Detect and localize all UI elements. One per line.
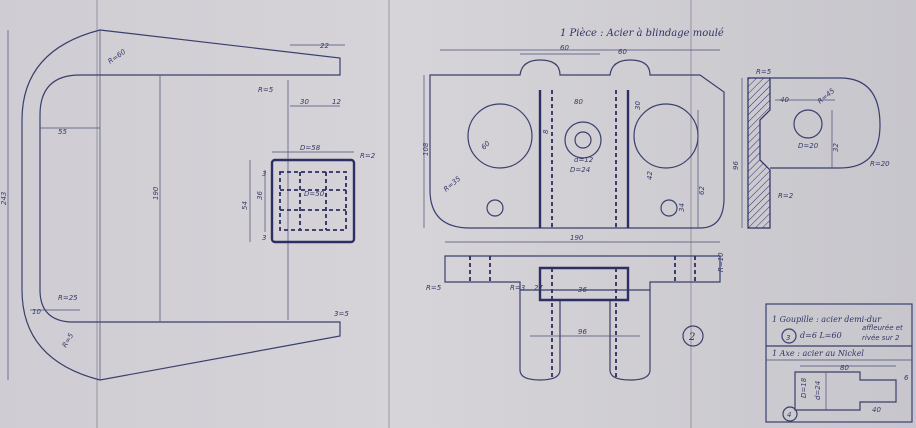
paper-fold xyxy=(690,0,692,428)
marker-4 xyxy=(782,406,798,422)
goupille-note2: rivée sur 2 xyxy=(862,334,900,342)
dim-r10: R=10 xyxy=(717,252,725,272)
dim-6: 6 xyxy=(904,374,909,382)
title-goupille: 1 Goupille : acier demi-dur xyxy=(772,315,882,324)
dim-r2b: R=2 xyxy=(778,192,794,200)
center-boss xyxy=(564,121,602,159)
dim-d50: D=50 xyxy=(304,190,325,198)
dim-80: 80 xyxy=(574,98,583,106)
marker-3-label: 3 xyxy=(786,334,790,342)
section-view xyxy=(741,77,881,229)
dim-32: 32 xyxy=(832,143,840,152)
dim-12: 12 xyxy=(332,98,341,106)
marker-2 xyxy=(682,325,704,347)
dim-10: 10 xyxy=(32,308,41,316)
dim-190a: 190 xyxy=(152,186,160,200)
marker-2-label: 2 xyxy=(688,332,695,343)
large-bore-left xyxy=(467,103,533,169)
dim-r5c: 3=5 xyxy=(334,310,349,318)
dim-60b: 60 xyxy=(618,48,627,56)
dim-8: 8 xyxy=(542,129,550,134)
dim-d24: D=24 xyxy=(570,166,590,174)
bobbin-outline xyxy=(270,158,356,244)
large-bore-right xyxy=(633,103,699,169)
goupille-note1: affleurée et xyxy=(862,324,903,332)
marker-3 xyxy=(781,328,797,344)
dim-r60: R=60 xyxy=(107,48,128,66)
dim-62: 62 xyxy=(698,186,706,195)
dim-80b: 80 xyxy=(840,364,849,372)
goupille-spec: d=6 L=60 xyxy=(800,331,842,340)
dim-r25: R=25 xyxy=(58,294,78,302)
dim-d24b: d=24 xyxy=(814,381,822,400)
dim-r5a: R=5 xyxy=(258,86,274,94)
dim-96: 96 xyxy=(578,328,587,336)
paper-fold xyxy=(96,0,98,428)
dim-108: 108 xyxy=(422,142,430,156)
front-view xyxy=(423,49,725,229)
dim-60c: 60 xyxy=(480,139,492,151)
dim-r35: R=35 xyxy=(442,174,463,193)
dim-34: 34 xyxy=(678,203,686,212)
dim-40b: 40 xyxy=(872,406,881,414)
dim-30: 30 xyxy=(300,98,309,106)
title-axe: 1 Axe : acier au Nickel xyxy=(772,349,864,358)
title-piece1: 1 Pièce : Acier à blindage moulé xyxy=(560,28,724,39)
dim-d18: D=18 xyxy=(800,377,808,398)
dim-96b: 96 xyxy=(732,161,740,170)
dim-22: 22 xyxy=(320,42,329,50)
dim-d58: D=58 xyxy=(300,144,321,152)
bobbin-hidden-lines xyxy=(279,171,347,231)
dim-r5b: R=5 xyxy=(61,331,76,349)
dim-3a: 3 xyxy=(262,170,266,178)
dim-r2a: R=2 xyxy=(360,152,376,160)
title-block xyxy=(765,303,913,423)
dim-r5d: R=5 xyxy=(426,284,442,292)
dim-42: 42 xyxy=(646,171,654,180)
dim-36b: 36 xyxy=(578,286,587,294)
side-view xyxy=(7,29,356,381)
dim-d20: D=20 xyxy=(798,142,819,150)
pin-hole-left xyxy=(486,199,504,217)
dim-36: 36 xyxy=(256,191,264,200)
dim-40: 40 xyxy=(780,96,789,104)
dim-r45: R=45 xyxy=(816,86,837,105)
dim-d12: d=12 xyxy=(574,156,594,164)
dim-55: 55 xyxy=(58,128,67,136)
dim-243: 243 xyxy=(0,192,8,205)
dim-60a: 60 xyxy=(560,44,569,52)
dim-3b: 3 xyxy=(262,234,266,242)
marker-4-label: 4 xyxy=(787,411,791,419)
dim-r5e: R=5 xyxy=(756,68,772,76)
dim-27: 27 xyxy=(534,284,543,292)
dim-r3: R=3 xyxy=(510,284,525,292)
pin-hole-right xyxy=(660,199,678,217)
dim-30b: 30 xyxy=(634,101,642,110)
dim-54: 54 xyxy=(241,201,249,210)
dim-r20: R=20 xyxy=(870,160,890,168)
plan-view xyxy=(444,241,721,381)
dim-190b: 190 xyxy=(570,234,584,242)
paper-fold xyxy=(388,0,390,428)
